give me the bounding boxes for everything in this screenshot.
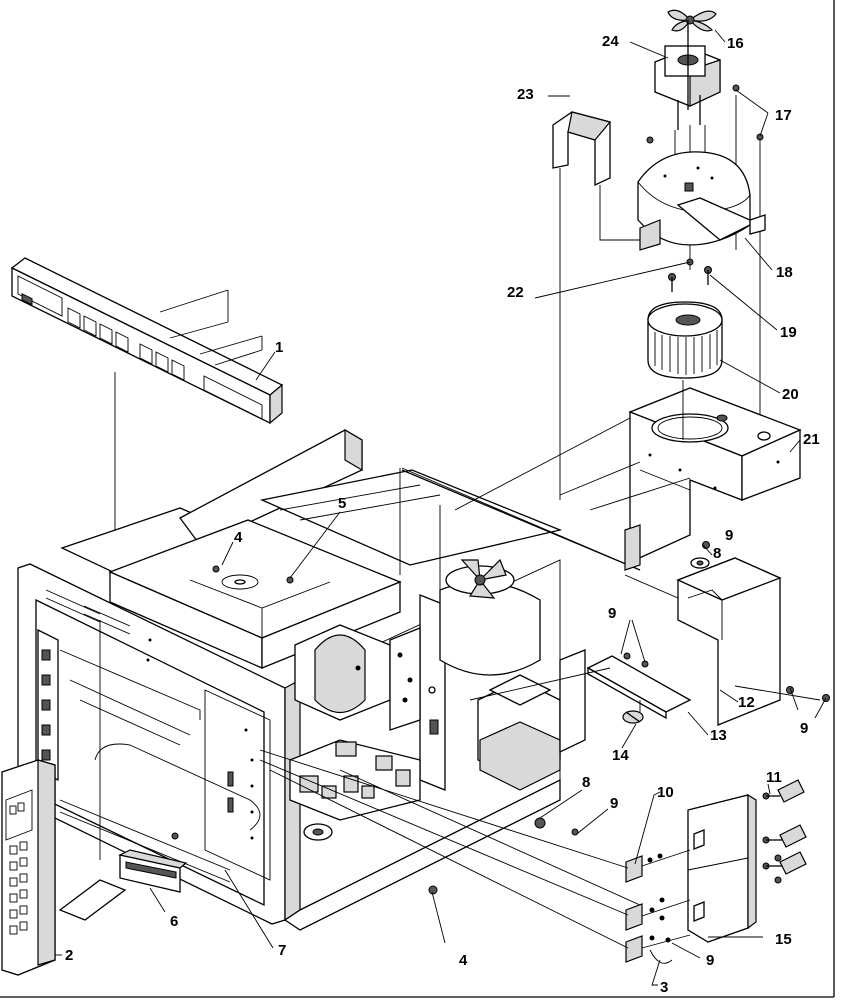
callout-9a: 9 bbox=[610, 795, 618, 812]
callout-9d: 9 bbox=[800, 720, 808, 737]
callout-3: 3 bbox=[660, 979, 668, 996]
part-6-bracket bbox=[118, 849, 188, 893]
part-8-9-screws-right bbox=[690, 541, 830, 702]
callout-6: 6 bbox=[170, 913, 178, 930]
part-19-screws bbox=[668, 258, 712, 292]
part-4-8-9-screws-lower bbox=[171, 565, 579, 895]
callout-18: 18 bbox=[776, 264, 793, 281]
callout-4a: 4 bbox=[234, 529, 243, 546]
callout-9e: 9 bbox=[706, 952, 714, 969]
lower-guide-lines bbox=[99, 620, 641, 949]
callout-17: 17 bbox=[775, 107, 792, 124]
oven-chassis bbox=[17, 428, 641, 931]
callout-4b: 4 bbox=[459, 952, 468, 969]
callout-labels: 1 2 3 4 4 5 6 7 8 8 9 9 9 9 9 10 11 12 1… bbox=[65, 33, 820, 996]
part-2-control-panel bbox=[1, 759, 56, 976]
part-17-screws bbox=[646, 84, 764, 144]
callout-7: 7 bbox=[278, 942, 286, 959]
callout-leaders bbox=[55, 29, 827, 986]
callout-8a: 8 bbox=[582, 774, 590, 791]
callout-9c: 9 bbox=[608, 605, 616, 622]
callout-15: 15 bbox=[775, 931, 792, 948]
callout-9b: 9 bbox=[725, 527, 733, 544]
callout-8b: 8 bbox=[713, 545, 721, 562]
callout-5: 5 bbox=[338, 495, 346, 512]
callout-1: 1 bbox=[275, 339, 283, 356]
blower-guide-lines bbox=[439, 380, 691, 600]
callout-13: 13 bbox=[710, 727, 727, 744]
part-15-latch-plate bbox=[687, 793, 757, 943]
part-14-switch bbox=[622, 700, 644, 724]
part-11-springs bbox=[762, 779, 807, 884]
callout-10: 10 bbox=[657, 784, 674, 801]
callout-14: 14 bbox=[612, 747, 629, 764]
callout-19: 19 bbox=[780, 324, 797, 341]
callout-22: 22 bbox=[507, 284, 524, 301]
part-23-bracket bbox=[552, 111, 640, 500]
callout-16: 16 bbox=[727, 35, 744, 52]
callout-23: 23 bbox=[517, 86, 534, 103]
callout-11: 11 bbox=[766, 769, 782, 786]
part-18-blower-housing bbox=[637, 151, 766, 251]
part-21-blower-base bbox=[624, 387, 802, 571]
part-10-latch-switches bbox=[625, 849, 691, 964]
callout-24: 24 bbox=[602, 33, 619, 50]
internal-components bbox=[289, 558, 586, 841]
callout-2: 2 bbox=[65, 947, 73, 964]
part-24-fan-motor bbox=[654, 20, 721, 130]
part-12-duct-cover bbox=[624, 557, 821, 726]
part-20-fan-wheel bbox=[647, 301, 723, 379]
callout-20: 20 bbox=[782, 386, 799, 403]
part-13-switch-bracket bbox=[586, 652, 692, 720]
bottom-plate bbox=[58, 879, 127, 921]
part-16-fan-blade bbox=[667, 9, 717, 32]
callout-21: 21 bbox=[803, 431, 820, 448]
callout-12: 12 bbox=[738, 694, 755, 711]
part-1-control-trim bbox=[10, 257, 284, 425]
